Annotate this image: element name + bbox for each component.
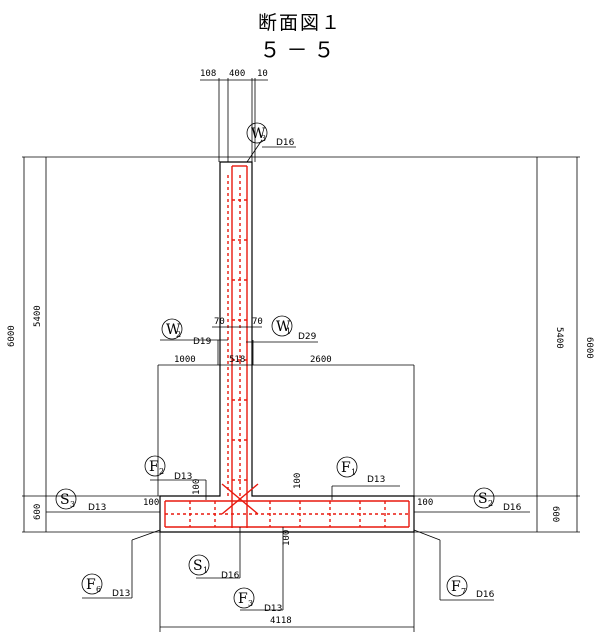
svg-text:F: F <box>238 591 248 607</box>
svg-text:7: 7 <box>461 587 466 596</box>
dim-height-base-right: 600 <box>550 506 560 522</box>
dim-top-right: 10 <box>257 69 268 79</box>
dimension-lines <box>22 78 580 632</box>
dim-stem-left-cover: 70 <box>214 317 225 327</box>
callout-f1: F 1 D13 <box>331 456 400 500</box>
dim-toe-length: 1000 <box>174 355 196 365</box>
svg-text:3: 3 <box>261 134 266 143</box>
dim-top-cover-f2: 100 <box>192 479 202 495</box>
svg-text:2: 2 <box>176 330 181 339</box>
svg-text:1: 1 <box>351 468 356 477</box>
label-w3-size: D16 <box>276 138 295 148</box>
label-f7-size: D16 <box>476 590 495 600</box>
callout-f3: F 3 D13 <box>233 527 284 614</box>
dim-bottom-cover-f3: 100 <box>282 530 292 546</box>
label-s1-size: D16 <box>221 571 240 581</box>
label-f6-size: D13 <box>112 589 130 599</box>
svg-text:S: S <box>478 491 488 507</box>
callout-w2: W 2 D19 <box>160 318 228 347</box>
dim-base-width: 4118 <box>270 616 292 626</box>
dim-height-wall-right: 5400 <box>554 327 564 349</box>
callout-w1: W 1 D29 <box>246 315 318 343</box>
callout-f6: F 6 D13 <box>81 529 161 599</box>
svg-text:1: 1 <box>203 566 208 575</box>
svg-text:F: F <box>341 460 351 476</box>
svg-text:3: 3 <box>248 599 253 608</box>
dim-height-base-left: 600 <box>33 504 43 520</box>
dim-right-cover: 100 <box>417 498 433 508</box>
svg-text:F: F <box>86 577 96 593</box>
dim-stem-width: 518 <box>229 355 245 365</box>
dim-heel-length: 2600 <box>310 355 332 365</box>
svg-text:6: 6 <box>96 585 101 594</box>
svg-text:2: 2 <box>488 499 493 508</box>
drawing-title: 断面図１ <box>257 12 342 34</box>
label-f3-size: D13 <box>264 604 282 614</box>
callout-s3: S 3 D13 <box>46 488 160 513</box>
svg-text:W: W <box>276 319 291 335</box>
svg-text:S: S <box>193 558 203 574</box>
svg-text:S: S <box>60 492 70 508</box>
rebar-layout <box>164 165 410 528</box>
dim-top-left: 108 <box>200 69 216 79</box>
svg-text:W: W <box>251 126 266 142</box>
svg-text:W: W <box>166 322 181 338</box>
dim-height-total-right: 6000 <box>584 337 594 359</box>
label-f1-size: D13 <box>367 475 385 485</box>
dim-top-cover-f1: 100 <box>293 473 303 489</box>
svg-text:3: 3 <box>70 500 75 509</box>
section-label: ５－５ <box>259 38 341 62</box>
svg-text:F: F <box>149 459 159 475</box>
callout-s1: S 1 D16 <box>188 527 241 581</box>
dim-height-wall-left: 5400 <box>33 305 43 327</box>
dim-stem-right-cover: 70 <box>252 317 263 327</box>
callout-f2: F 2 D13 <box>144 455 207 500</box>
callout-f7: F 7 D16 <box>413 529 495 601</box>
callout-s2: S 2 D16 <box>414 487 530 513</box>
dim-top-mid: 400 <box>229 69 245 79</box>
label-f2-size: D13 <box>174 472 192 482</box>
label-s2-size: D16 <box>503 503 522 513</box>
svg-text:1: 1 <box>286 327 291 336</box>
callout-w3: W 3 D16 <box>246 122 296 163</box>
svg-text:2: 2 <box>159 467 164 476</box>
label-s3-size: D13 <box>88 503 106 513</box>
label-w1-size: D29 <box>298 332 317 342</box>
dim-height-total-left: 6000 <box>7 325 17 347</box>
dim-left-cover: 100 <box>143 498 159 508</box>
label-w2-size: D19 <box>193 337 212 347</box>
svg-text:F: F <box>451 579 461 595</box>
